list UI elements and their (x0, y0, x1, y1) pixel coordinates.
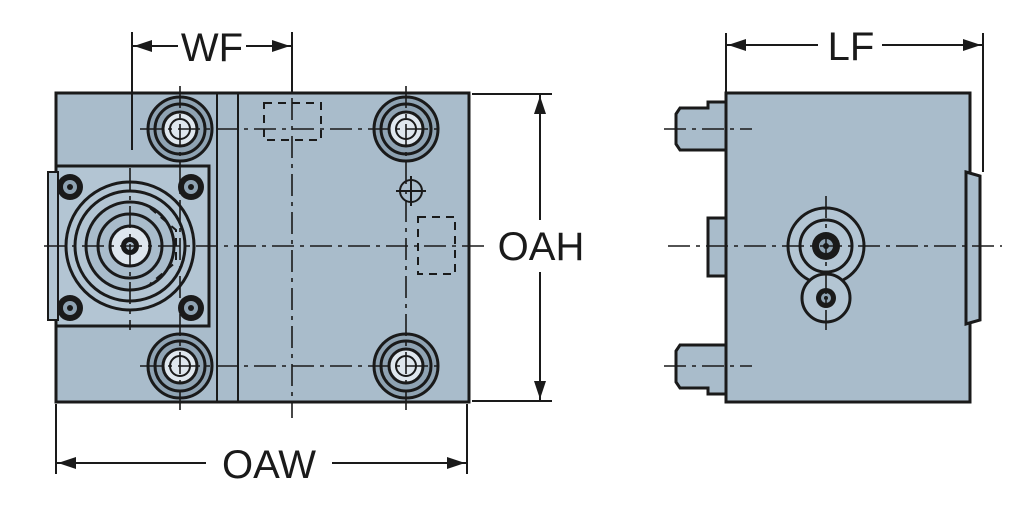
flange-screw-icon (57, 295, 83, 321)
lf-dimension: LF (725, 25, 984, 172)
oah-dimension: OAH (472, 93, 585, 402)
flange-screw-icon (178, 295, 204, 321)
side-view-rear-plate (964, 170, 982, 326)
flange-screw-icon (57, 174, 83, 200)
side-peg-top (674, 100, 728, 152)
side-peg-bottom (674, 343, 728, 396)
side-peg-middle (706, 216, 728, 278)
wf-label: WF (181, 26, 243, 70)
wf-dimension: WF (131, 26, 293, 150)
side-view (664, 91, 1002, 404)
oaw-label: OAW (222, 443, 316, 487)
flange-screw-icon (178, 174, 204, 200)
front-view (44, 60, 488, 418)
oaw-dimension: OAW (55, 404, 468, 487)
oah-label: OAH (498, 225, 585, 269)
lf-label: LF (828, 25, 875, 69)
pin-target-icon (396, 176, 426, 206)
